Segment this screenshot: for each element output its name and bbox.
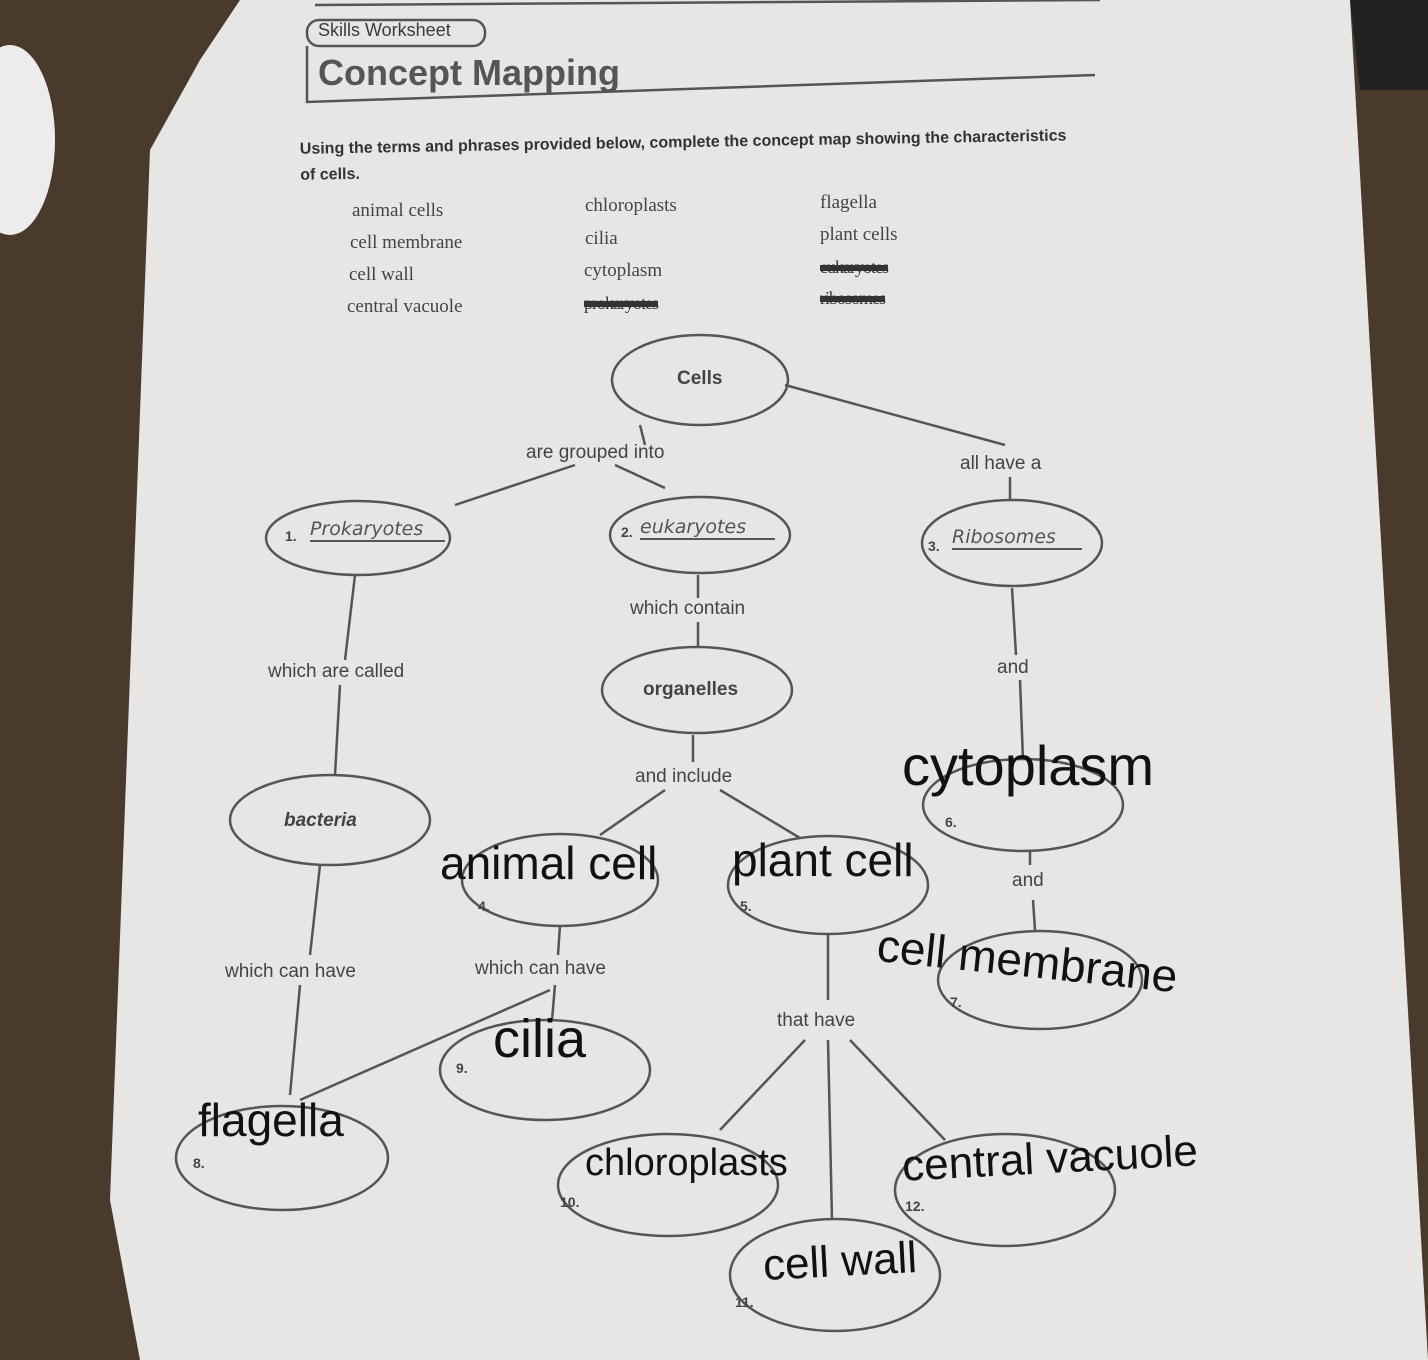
blank-number: 5. <box>740 898 752 914</box>
word-bank-term: flagella <box>820 192 877 213</box>
link-can-have-1: which can have <box>225 961 356 982</box>
blank-number: 7. <box>950 994 962 1010</box>
crossed-out-term: prokaryotes <box>584 293 659 313</box>
link-and-2: and <box>1012 870 1044 891</box>
blank-number: 4. <box>478 898 490 914</box>
blank-number: 6. <box>945 814 957 830</box>
answer-6: cytoplasm <box>902 734 1155 797</box>
word-bank-term: animal cells <box>352 200 444 221</box>
worksheet-tag: Skills Worksheet <box>318 20 451 40</box>
map-lines <box>174 0 1144 1333</box>
answer-10: chloroplasts <box>585 1142 788 1184</box>
desk-object <box>1350 0 1428 90</box>
word-bank-term: cilia <box>585 228 618 249</box>
link-which-called: which are called <box>268 661 405 682</box>
crossed-out-term: eukaryotes <box>820 257 889 277</box>
link-and-1: and <box>997 657 1029 678</box>
node-cells: Cells <box>677 368 723 389</box>
blank-number: 11. <box>735 1294 754 1310</box>
link-can-have-2: which can have <box>475 958 606 979</box>
node-bacteria: bacteria <box>284 810 357 831</box>
link-and-include: and include <box>635 766 733 787</box>
node-organelles: organelles <box>643 679 739 700</box>
blank-number: 12. <box>905 1198 925 1214</box>
word-bank-term: cytoplasm <box>584 260 663 281</box>
answer-2-handwritten: eukaryotes <box>640 516 775 540</box>
answer-3-handwritten: Ribosomes <box>952 526 1082 550</box>
answer-9: cilia <box>493 1009 587 1069</box>
answer-11: cell wall <box>761 1233 919 1290</box>
blank-number: 9. <box>456 1060 468 1076</box>
answer-1-handwritten: Prokaryotes <box>310 518 445 542</box>
blank-number: 10. <box>560 1194 580 1210</box>
link-grouped: are grouped into <box>526 442 665 463</box>
answer-5: plant cell <box>732 834 914 886</box>
crossed-out-term: ribosomes <box>820 288 886 308</box>
word-bank-term: central vacuole <box>347 296 463 317</box>
link-which-contain: which contain <box>630 598 746 619</box>
answer-4: animal cell <box>440 837 658 889</box>
earbud-case <box>0 45 55 235</box>
word-bank-term: cell wall <box>349 264 414 285</box>
blank-number: 3. <box>928 538 940 554</box>
blank-number: 8. <box>193 1155 205 1171</box>
word-bank-term: cell membrane <box>350 232 463 253</box>
blank-number: 2. <box>621 524 633 540</box>
answer-8: flagella <box>198 1094 344 1146</box>
word-bank-term: chloroplasts <box>585 195 677 216</box>
link-all-have: all have a <box>960 453 1042 474</box>
word-bank-term: plant cells <box>820 224 898 245</box>
page-title: Concept Mapping <box>318 52 620 93</box>
blank-number: 1. <box>285 528 297 544</box>
link-that-have: that have <box>777 1010 856 1031</box>
